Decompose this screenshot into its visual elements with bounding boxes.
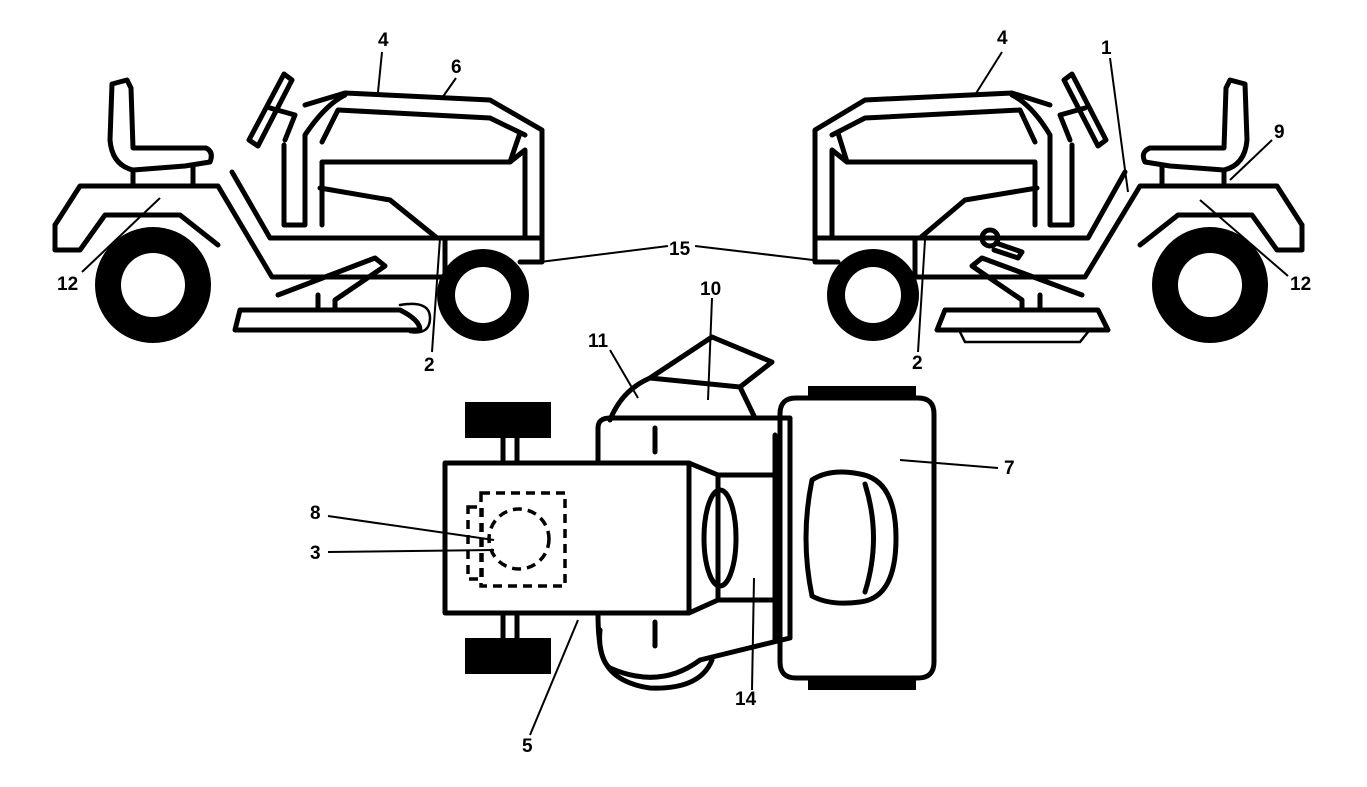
callouts: 4 6 12 2 15 4 1 9 12 2 10 11 7 8 3 14 5	[57, 28, 1311, 757]
callout-14-top: 14	[735, 689, 757, 710]
callout-8-top: 8	[310, 503, 321, 524]
rear-wheel-right	[1152, 227, 1268, 343]
callout-2-left: 2	[424, 355, 435, 376]
callout-9-right: 9	[1274, 122, 1285, 143]
rear-fender-right	[912, 169, 1305, 280]
rear-fender-left	[52, 169, 448, 280]
hood-top	[442, 460, 692, 616]
rear-body-top	[777, 395, 937, 681]
steering-wheel-left	[246, 71, 295, 149]
callout-7-top: 7	[1004, 458, 1015, 479]
callout-6-left: 6	[451, 57, 462, 78]
callout-15: 15	[669, 239, 691, 260]
callout-11-top: 11	[588, 331, 609, 352]
seat-right	[1140, 77, 1250, 173]
callout-4-left: 4	[378, 30, 389, 51]
callout-3-top: 3	[310, 543, 321, 564]
callout-12-left: 12	[57, 274, 78, 295]
tractor-left-side-view	[52, 71, 545, 343]
front-wheel-right	[827, 249, 919, 341]
callout-4-right: 4	[997, 28, 1008, 49]
callout-12-right: 12	[1290, 274, 1311, 295]
tractor-right-side-view	[812, 71, 1305, 344]
front-tire-top-lower	[465, 638, 551, 674]
rear-tire-top-lower	[808, 678, 916, 690]
callout-5-top: 5	[522, 736, 533, 757]
callout-10-top: 10	[700, 279, 721, 300]
front-wheel-left	[437, 249, 529, 341]
discharge-chute	[607, 334, 775, 423]
mower-deck-right	[934, 307, 1111, 333]
tractor-top-view	[442, 334, 937, 691]
seat-left	[107, 77, 214, 173]
rear-tire-top-upper	[808, 386, 916, 398]
callout-1-right: 1	[1101, 38, 1112, 59]
leader-lines	[81, 51, 1289, 736]
seat-top	[803, 469, 899, 606]
front-tire-top-upper	[465, 402, 551, 438]
steering-wheel-right	[1061, 71, 1109, 149]
mower-deck-left	[232, 307, 423, 333]
fuel-cap-dashed	[487, 507, 551, 571]
deck-top	[595, 415, 793, 680]
callout-2-right: 2	[912, 353, 923, 374]
rear-wheel-left	[95, 227, 211, 343]
